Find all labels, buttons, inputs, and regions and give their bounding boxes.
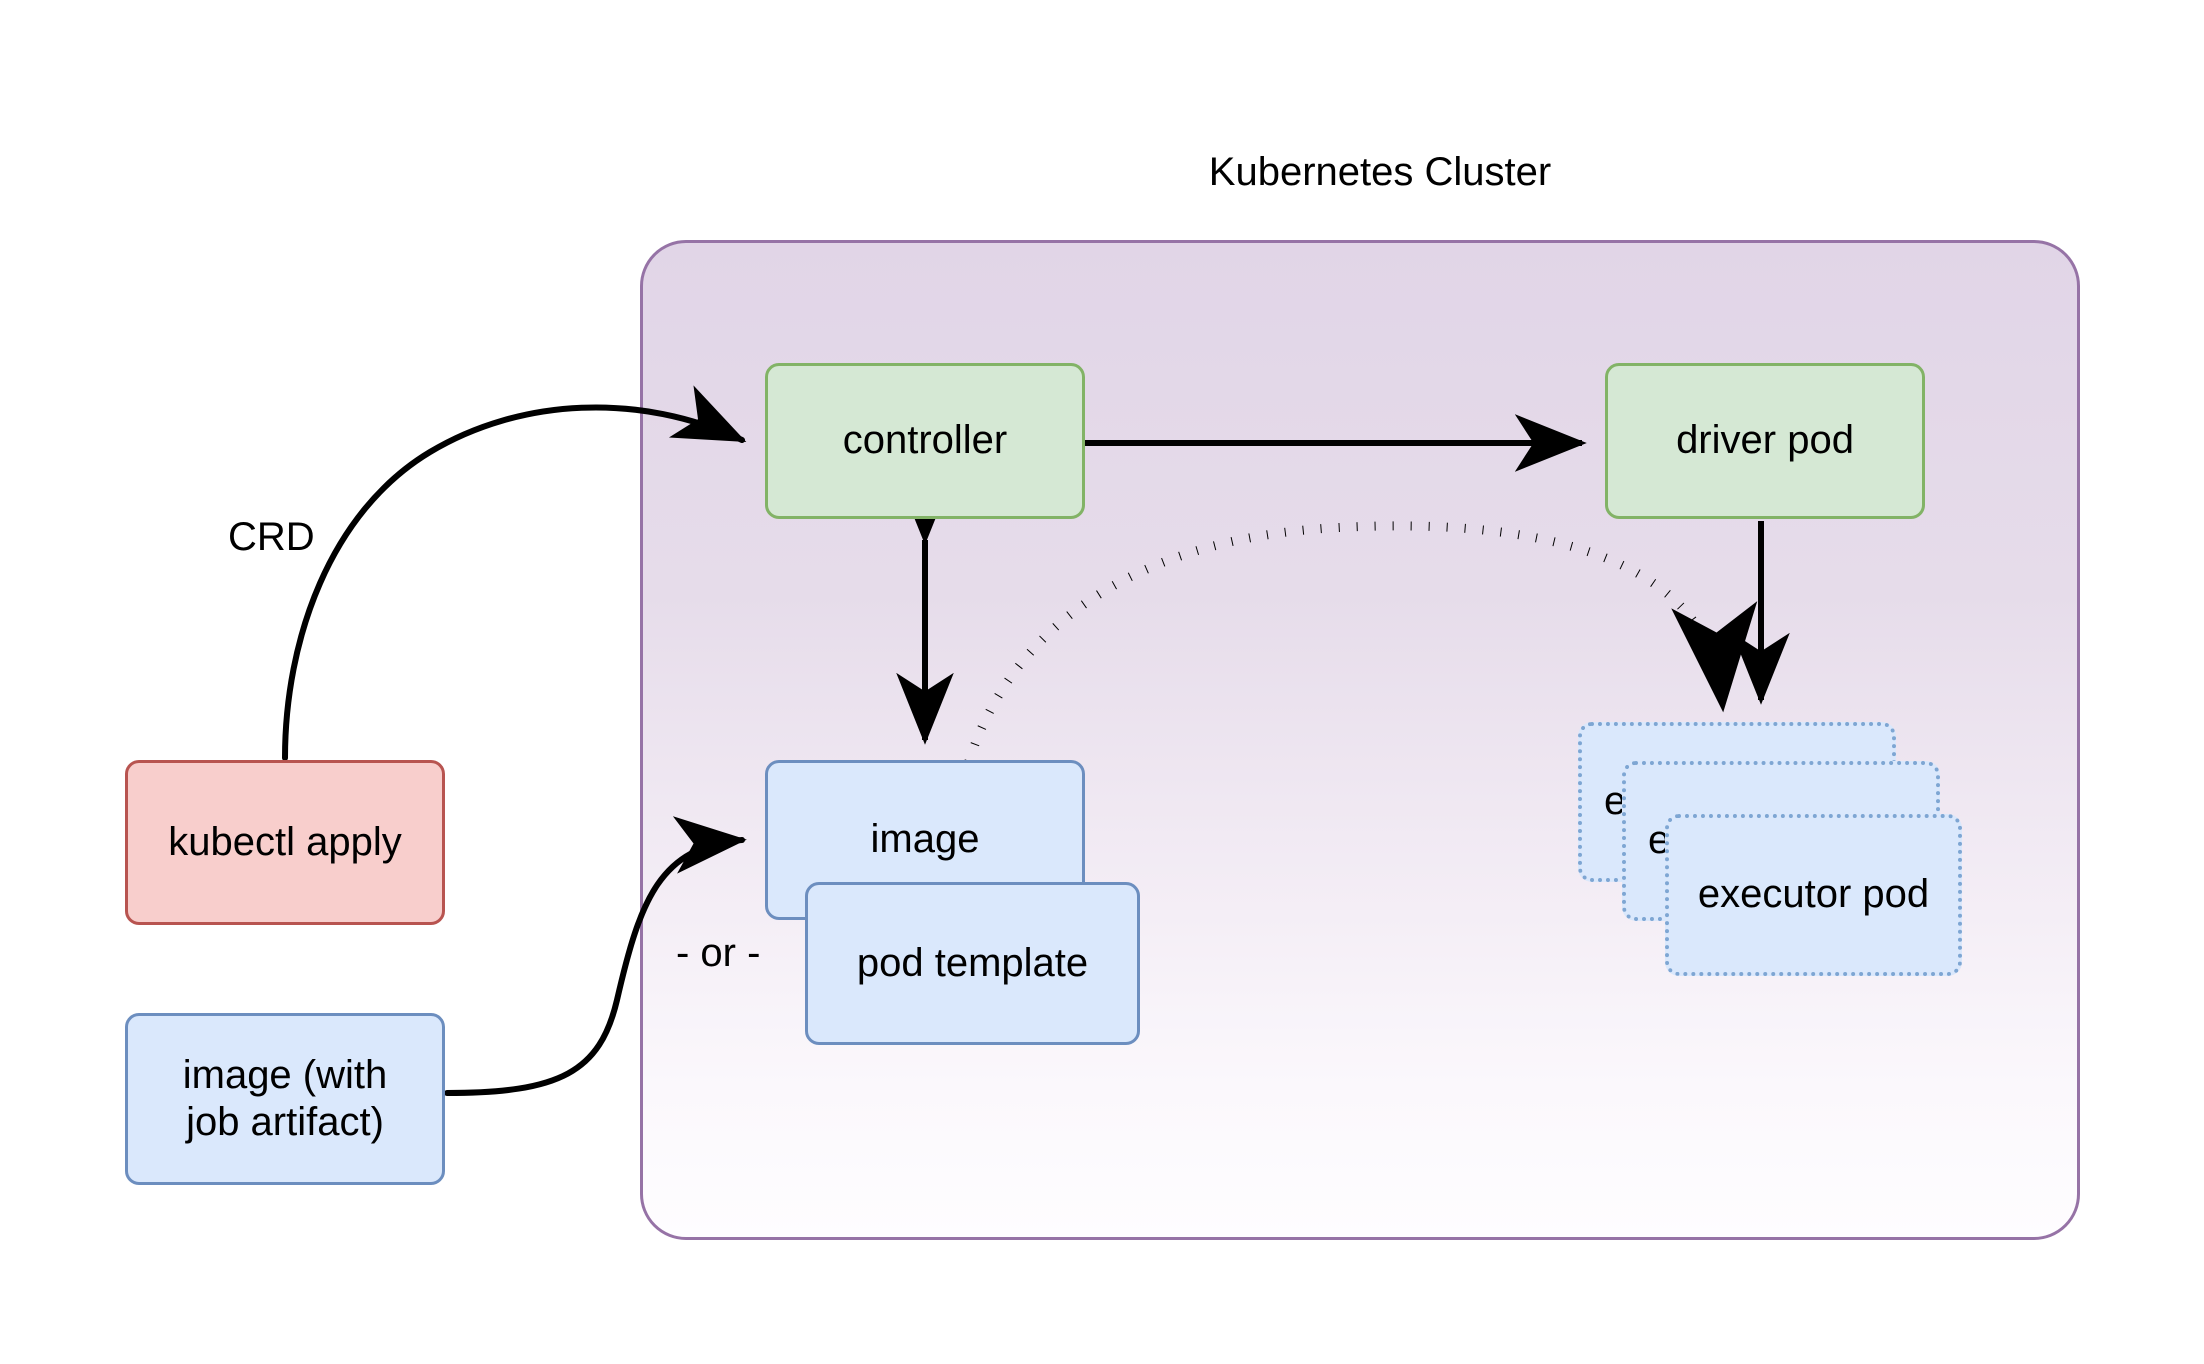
- node-driver-pod[interactable]: driver pod: [1605, 363, 1925, 519]
- node-driver-pod-label: driver pod: [1676, 418, 1854, 463]
- node-image-with-job-artifact-label: image (with job artifact): [182, 1052, 388, 1144]
- node-image-label: image: [870, 817, 980, 862]
- node-controller[interactable]: controller: [765, 363, 1085, 519]
- node-image-with-job-artifact[interactable]: image (with job artifact): [125, 1013, 445, 1185]
- node-pod-template-label: pod template: [856, 940, 1089, 985]
- edge-label-or: - or -: [676, 931, 761, 975]
- node-kubectl-apply[interactable]: kubectl apply: [125, 760, 445, 925]
- edge-label-crd: CRD: [228, 515, 315, 559]
- node-executor-pod-front[interactable]: executor pod: [1665, 814, 1962, 976]
- node-controller-label: controller: [842, 418, 1008, 463]
- cluster-title: Kubernetes Cluster: [1208, 150, 1552, 194]
- node-kubectl-apply-label: kubectl apply: [168, 819, 402, 864]
- node-pod-template[interactable]: pod template: [805, 882, 1140, 1045]
- node-executor-pod-front-label: executor pod: [1697, 872, 1930, 917]
